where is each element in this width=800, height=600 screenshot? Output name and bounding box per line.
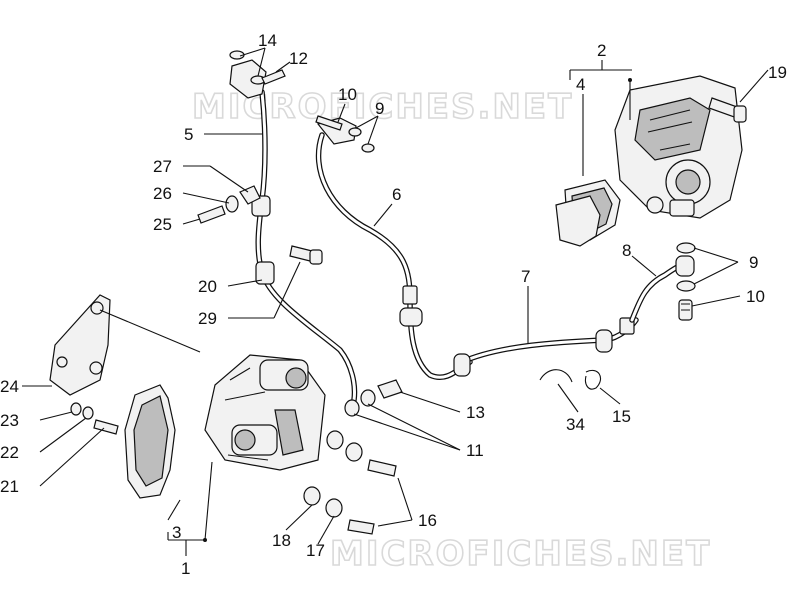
bolt-16b bbox=[347, 519, 375, 535]
callout-14: 14 bbox=[258, 31, 277, 50]
callout-23: 23 bbox=[0, 411, 19, 430]
callout-21: 21 bbox=[0, 477, 19, 496]
washer-11a bbox=[344, 399, 360, 417]
callout-9-top: 9 bbox=[375, 99, 384, 118]
bolt-12 bbox=[261, 69, 286, 85]
callout-11: 11 bbox=[466, 441, 484, 460]
clip-15 bbox=[584, 370, 601, 390]
washer-a bbox=[326, 430, 344, 450]
callout-labels: 14 12 10 9 5 27 26 25 6 2 4 19 8 9 10 7 … bbox=[0, 31, 787, 578]
bolt-19 bbox=[708, 97, 747, 123]
clip-34 bbox=[539, 369, 573, 383]
callout-7: 7 bbox=[521, 267, 530, 286]
washers-9-right bbox=[676, 242, 696, 292]
washer-11b bbox=[360, 389, 376, 407]
bolt-13 bbox=[377, 379, 403, 399]
callout-22: 22 bbox=[0, 443, 19, 462]
washer-26 bbox=[225, 195, 239, 213]
callout-18: 18 bbox=[272, 531, 291, 550]
callout-27: 27 bbox=[153, 157, 172, 176]
callout-13: 13 bbox=[466, 403, 485, 422]
callout-16: 16 bbox=[418, 511, 437, 530]
washer-b bbox=[345, 442, 363, 462]
washers-9-top bbox=[348, 127, 375, 153]
brake-hose-5 bbox=[229, 59, 358, 403]
bolt-16a bbox=[367, 459, 397, 477]
brake-hose-8 bbox=[629, 255, 695, 323]
callout-12: 12 bbox=[289, 49, 308, 68]
callout-6: 6 bbox=[392, 185, 401, 204]
callout-24: 24 bbox=[0, 377, 19, 396]
bolt-21 bbox=[93, 419, 119, 435]
washer-23 bbox=[70, 402, 82, 416]
bolt-10-right bbox=[678, 299, 693, 321]
brake-caliper-assembly bbox=[49, 294, 326, 499]
callout-10-top: 10 bbox=[338, 85, 357, 104]
brake-pump-assembly bbox=[614, 75, 743, 219]
callout-5: 5 bbox=[184, 125, 193, 144]
callout-8: 8 bbox=[622, 241, 631, 260]
washer-18 bbox=[303, 486, 321, 506]
callout-25: 25 bbox=[153, 215, 172, 234]
callout-4: 4 bbox=[576, 75, 585, 94]
brake-pads-4 bbox=[555, 179, 621, 247]
callout-34: 34 bbox=[566, 415, 585, 434]
callout-17: 17 bbox=[306, 541, 325, 560]
brake-hose-6 bbox=[315, 117, 473, 381]
callout-26: 26 bbox=[153, 184, 172, 203]
callout-2: 2 bbox=[597, 41, 606, 60]
callout-1: 1 bbox=[181, 559, 190, 578]
washer-17 bbox=[325, 498, 343, 518]
bolt-25 bbox=[197, 205, 226, 224]
washer-22 bbox=[82, 406, 94, 420]
brake-hose-7 bbox=[453, 317, 639, 377]
watermark-bottom: MICROFICHES.NET bbox=[330, 534, 711, 574]
callout-10-right: 10 bbox=[746, 287, 765, 306]
callout-19: 19 bbox=[768, 63, 787, 82]
bolt-10-top bbox=[315, 115, 343, 131]
callout-3: 3 bbox=[172, 523, 181, 542]
callout-29: 29 bbox=[198, 309, 217, 328]
callout-20: 20 bbox=[198, 277, 217, 296]
leader-lines bbox=[22, 47, 769, 556]
callout-9-right: 9 bbox=[749, 253, 758, 272]
callout-15: 15 bbox=[612, 407, 631, 426]
